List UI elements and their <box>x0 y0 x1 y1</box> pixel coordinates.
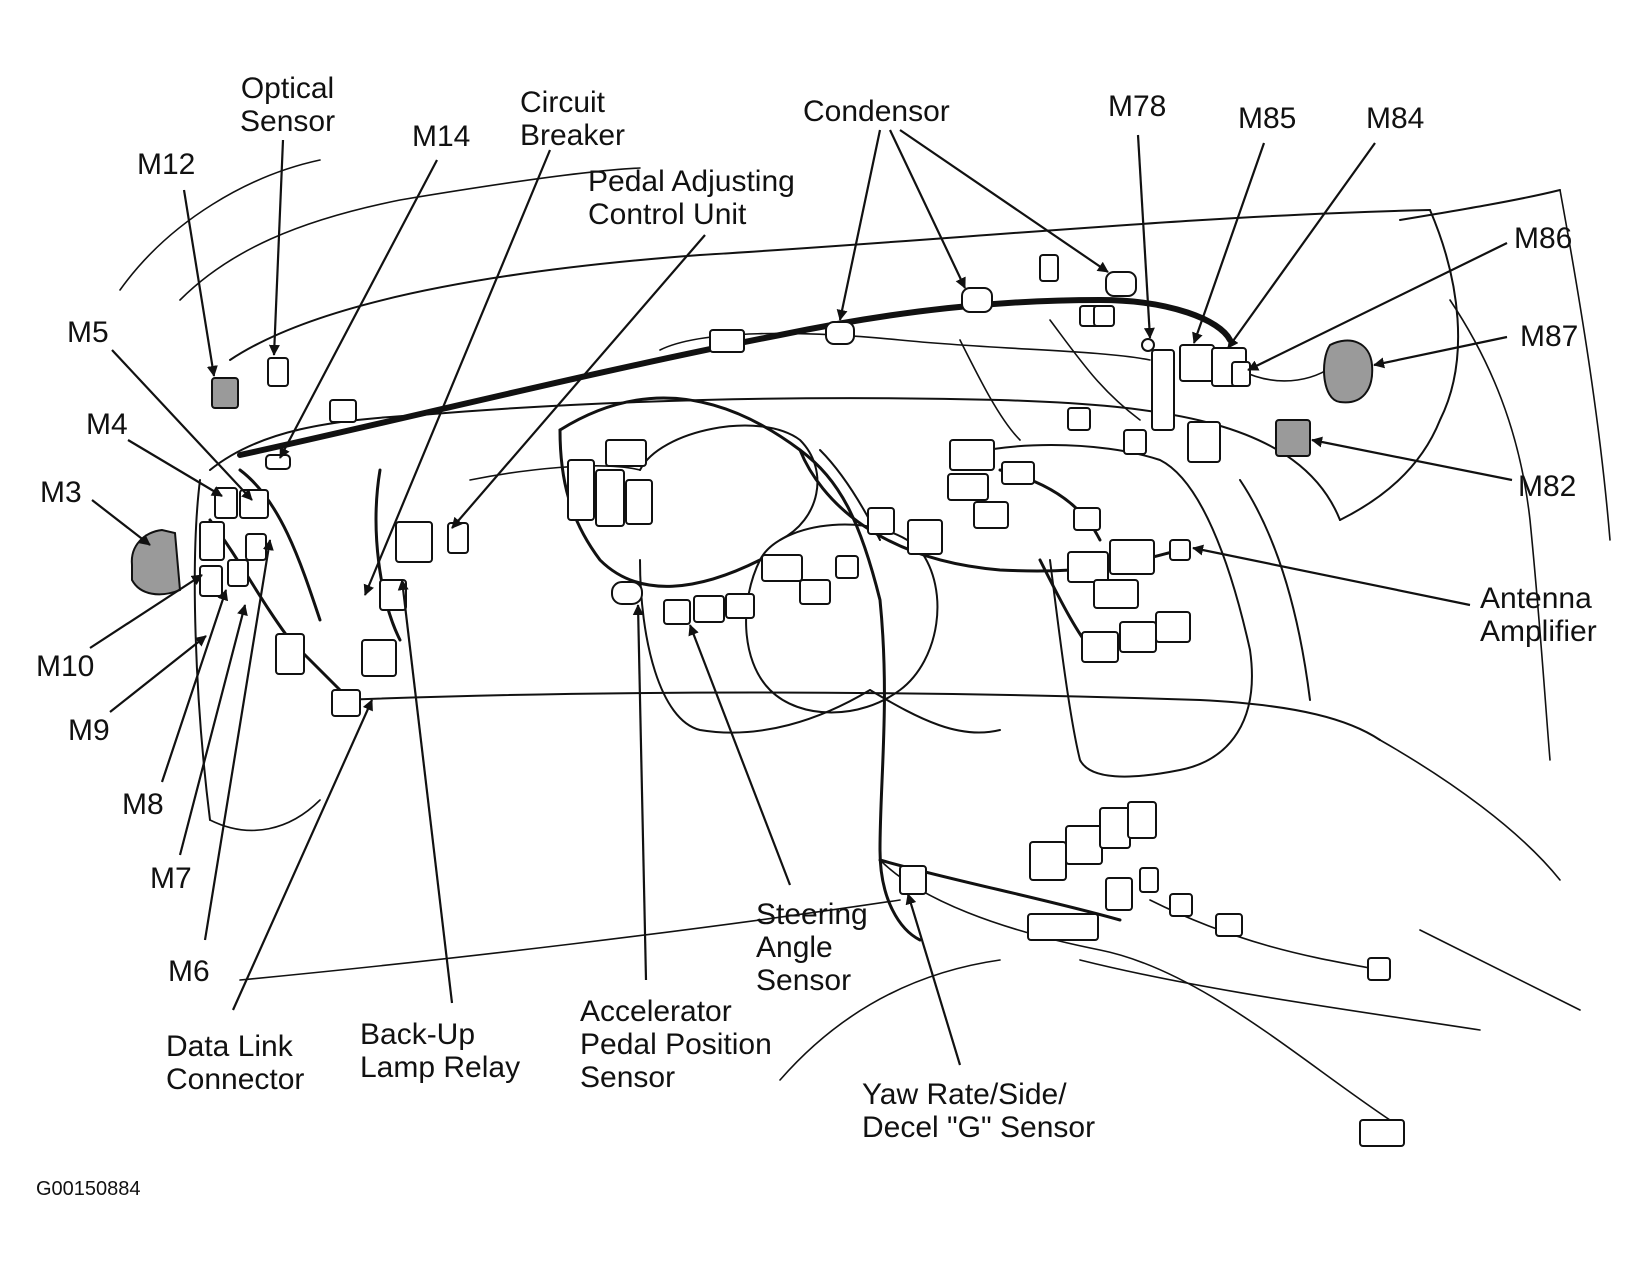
lower-block-g <box>1169 893 1193 917</box>
circuit-breaker <box>395 521 433 563</box>
connector-center-c <box>835 555 859 579</box>
junction-block-d <box>1081 631 1119 663</box>
connector-optical-sensor <box>267 357 289 387</box>
connector-center-d <box>949 439 995 471</box>
connector-m86 <box>1231 361 1251 387</box>
label-back-up-lamp-relay: Back-Up Lamp Relay <box>360 1018 521 1084</box>
label-accelerator-pedal-position-sensor: Accelerator Pedal Position Sensor <box>580 995 772 1094</box>
fuse-block-c <box>625 479 653 525</box>
lower-block-d <box>1127 801 1157 839</box>
lower-block-a <box>1029 841 1067 881</box>
connector-m4 <box>214 487 238 519</box>
label-m82: M82 <box>1518 470 1577 503</box>
fuse-block-b <box>595 469 625 527</box>
accelerator-pedal-position-sensor <box>611 581 643 605</box>
connector-m85 <box>1179 344 1215 382</box>
label-pedal-adjusting-control-unit: Pedal Adjusting Control Unit <box>588 165 795 231</box>
connector-m78 <box>1141 338 1155 352</box>
connector-center-i <box>867 507 895 535</box>
condensor-2 <box>961 287 993 313</box>
connector-floor <box>1359 1119 1405 1147</box>
pedal-adjusting-control-unit <box>447 522 469 554</box>
connector-center-a <box>761 554 803 582</box>
lower-block-f <box>1139 867 1159 893</box>
connector-near-m14 <box>329 399 357 423</box>
junction-block-b <box>1109 539 1155 575</box>
label-data-link-connector: Data Link Connector <box>166 1030 305 1096</box>
dashboard-outline <box>119 159 1611 1081</box>
connector-top-c <box>1039 254 1059 282</box>
connector-steering-b <box>693 595 725 623</box>
connector-top-b <box>1093 305 1115 327</box>
connector-m6 <box>275 633 305 675</box>
connector-center-g <box>1001 461 1035 485</box>
connector-m12 <box>211 377 239 409</box>
label-m6: M6 <box>168 955 210 988</box>
label-m8: M8 <box>122 788 164 821</box>
label-m86: M86 <box>1514 222 1573 255</box>
leader-lines <box>89 129 1513 1066</box>
junction-block-a <box>1067 551 1109 583</box>
connector-m10 <box>199 521 225 561</box>
connector-top-d <box>709 329 745 353</box>
steering-angle-sensor <box>663 599 691 625</box>
connector-m87 <box>1323 339 1374 404</box>
lower-block-i <box>1027 913 1099 941</box>
label-m12: M12 <box>137 148 196 181</box>
condensor-3 <box>1105 271 1137 297</box>
lower-block-h <box>1215 913 1243 937</box>
label-m3: M3 <box>40 476 82 509</box>
label-circuit-breaker: Circuit Breaker <box>520 86 626 152</box>
connector-center-h <box>907 519 943 555</box>
connector-m3 <box>130 528 182 596</box>
junction-block-e <box>1119 621 1157 653</box>
connector-center-j <box>1073 507 1101 531</box>
yaw-rate-sensor <box>899 865 927 895</box>
connector-m7 <box>245 533 267 561</box>
connector-steering-c <box>725 593 755 619</box>
fuse-block-a <box>567 459 595 521</box>
connector-components <box>130 254 1405 1147</box>
fuse-block-d <box>605 439 647 467</box>
junction-block-f <box>1155 611 1191 643</box>
connector-m8 <box>227 559 249 587</box>
label-yaw-rate-sensor: Yaw Rate/Side/ Decel "G" Sensor <box>862 1078 1096 1144</box>
connector-mid-a <box>1067 407 1091 431</box>
label-m85: M85 <box>1238 102 1297 135</box>
data-link-connector <box>331 689 361 717</box>
connector-m14 <box>265 454 291 470</box>
connector-m78-module <box>1151 349 1175 431</box>
lower-block-e <box>1105 877 1133 911</box>
label-condensor: Condensor <box>803 95 950 128</box>
lower-block-b <box>1065 825 1103 865</box>
figure-code: G00150884 <box>36 1178 141 1200</box>
connector-m5 <box>239 489 269 519</box>
connector-mid-b <box>1123 429 1147 455</box>
label-m4: M4 <box>86 408 128 441</box>
condensor-1 <box>825 321 855 345</box>
label-m84: M84 <box>1366 102 1425 135</box>
connector-m9 <box>199 565 223 597</box>
label-m10: M10 <box>36 650 95 683</box>
junction-block-c <box>1093 579 1139 609</box>
label-m9: M9 <box>68 714 110 747</box>
connector-center-e <box>947 473 989 501</box>
antenna-amplifier <box>1169 539 1191 561</box>
label-optical-sensor: Optical Sensor <box>240 72 336 138</box>
label-m5: M5 <box>67 316 109 349</box>
connector-center-f <box>973 501 1009 529</box>
label-steering-angle-sensor: Steering Angle Sensor <box>756 898 868 997</box>
connector-center-b <box>799 579 831 605</box>
label-m14: M14 <box>412 120 471 153</box>
label-antenna-amplifier: Antenna Amplifier <box>1480 582 1597 648</box>
connector-right-a <box>1187 421 1221 463</box>
lower-block-c <box>1099 807 1131 849</box>
label-m78: M78 <box>1108 90 1167 123</box>
label-m87: M87 <box>1520 320 1579 353</box>
connector-lower-right <box>1367 957 1391 981</box>
back-up-lamp-relay <box>361 639 397 677</box>
label-m7: M7 <box>150 862 192 895</box>
connector-m82 <box>1275 419 1311 457</box>
